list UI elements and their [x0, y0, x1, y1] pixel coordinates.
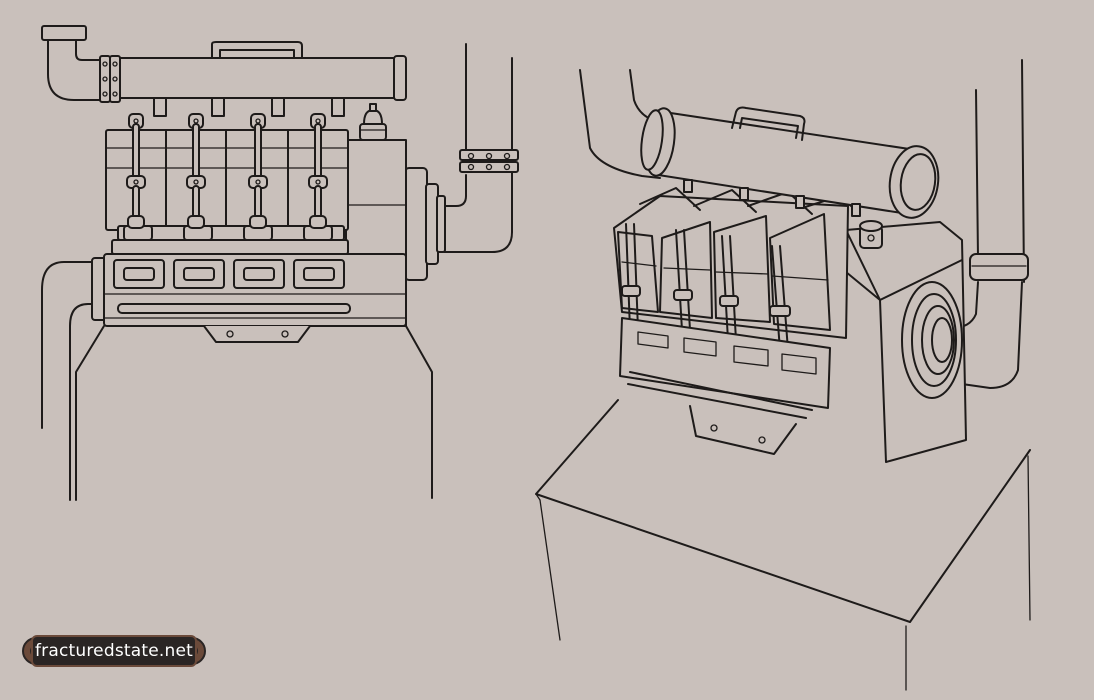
logo-plate	[22, 635, 206, 667]
breather-cap	[359, 103, 387, 141]
cylinder-block	[105, 129, 349, 255]
flywheel-perspective	[901, 281, 963, 399]
pedestal	[75, 325, 433, 501]
cylinder-block-perspective	[613, 187, 861, 339]
linkage-rods-perspective	[621, 223, 791, 351]
intake-ports	[113, 259, 345, 289]
watermark-logo: fracturedstate.net	[22, 630, 206, 672]
vertical-pipe-right	[443, 43, 519, 253]
top-manifold	[41, 25, 407, 117]
linkage-rods	[126, 113, 328, 229]
left-curved-pipe	[579, 69, 661, 179]
logo-text: fracturedstate.net	[34, 641, 193, 661]
side-flywheel	[404, 167, 446, 281]
port-block-perspective	[619, 317, 831, 455]
mount-bracket	[203, 325, 311, 343]
top-manifold-perspective	[640, 106, 940, 219]
three-quarter-perspective-view	[535, 59, 1031, 691]
front-orthographic-view	[41, 25, 519, 501]
breather-cap-perspective	[859, 220, 883, 249]
tall-pipe-right	[939, 59, 1029, 389]
pedestal-perspective	[535, 399, 1031, 691]
